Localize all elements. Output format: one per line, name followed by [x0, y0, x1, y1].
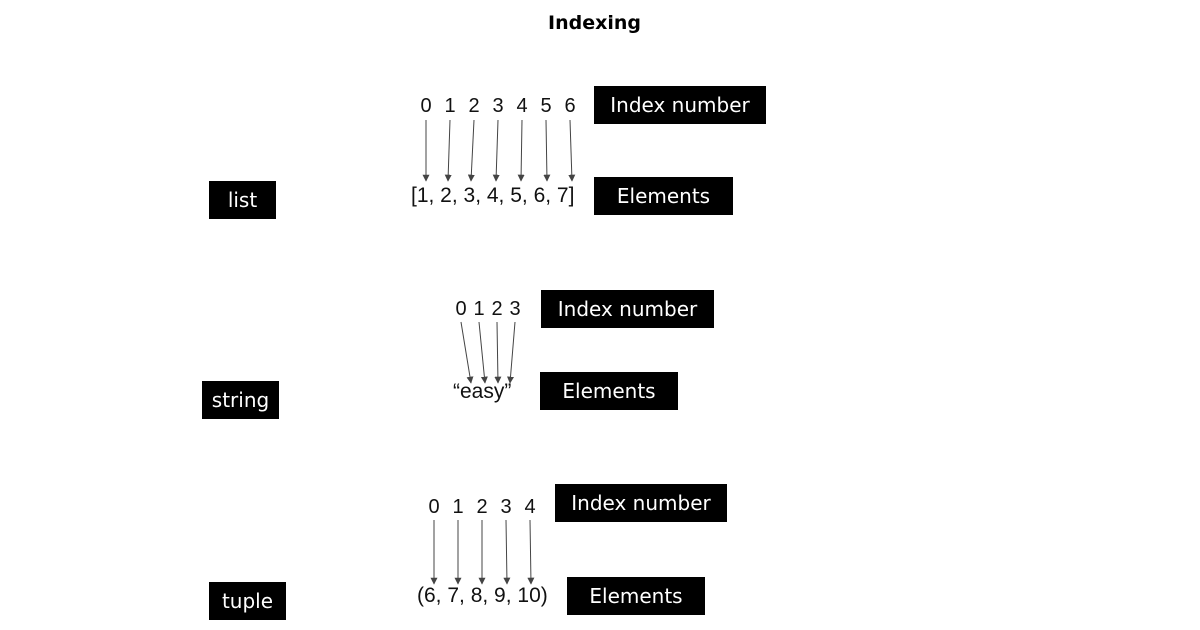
- index-digit: 5: [540, 95, 552, 117]
- index-digit: 3: [509, 298, 521, 320]
- index-arrow: [517, 119, 525, 182]
- index-digit: 6: [564, 95, 576, 117]
- index-arrow: [494, 321, 502, 384]
- index-arrow: [507, 321, 516, 384]
- index-digit: 1: [452, 496, 464, 518]
- index-digit: 1: [444, 95, 456, 117]
- index-arrow: [460, 321, 474, 384]
- index-digit: 2: [476, 496, 488, 518]
- elements-tag-string: Elements: [540, 372, 678, 410]
- type-tag-tuple: tuple: [209, 582, 286, 620]
- index-digit: 4: [524, 496, 536, 518]
- index-digit: 1: [473, 298, 485, 320]
- index-digit: 4: [516, 95, 528, 117]
- elements-text-string: “easy”: [453, 380, 512, 403]
- index-arrow: [478, 321, 488, 384]
- type-tag-string: string: [202, 381, 279, 419]
- index-arrow: [568, 119, 576, 182]
- index-digit: 0: [420, 95, 432, 117]
- index-number-tag-list: Index number: [594, 86, 766, 124]
- index-digit: 2: [491, 298, 503, 320]
- index-digit: 0: [428, 496, 440, 518]
- index-arrow: [444, 119, 452, 182]
- index-digit: 3: [492, 95, 504, 117]
- index-digit: 3: [500, 496, 512, 518]
- index-arrow: [492, 119, 500, 182]
- index-arrow: [543, 119, 551, 182]
- elements-tag-tuple: Elements: [567, 577, 705, 615]
- index-number-tag-tuple: Index number: [555, 484, 727, 522]
- index-arrow: [527, 519, 535, 585]
- elements-tag-list: Elements: [594, 177, 733, 215]
- index-number-tag-string: Index number: [541, 290, 714, 328]
- index-digit: 2: [468, 95, 480, 117]
- elements-text-tuple: (6, 7, 8, 9, 10): [417, 584, 548, 607]
- index-digit: 0: [455, 298, 467, 320]
- index-arrow: [467, 119, 475, 182]
- index-arrow: [503, 519, 511, 585]
- type-tag-list: list: [209, 181, 276, 219]
- page-title: Indexing: [548, 12, 641, 34]
- elements-text-list: [1, 2, 3, 4, 5, 6, 7]: [411, 184, 575, 207]
